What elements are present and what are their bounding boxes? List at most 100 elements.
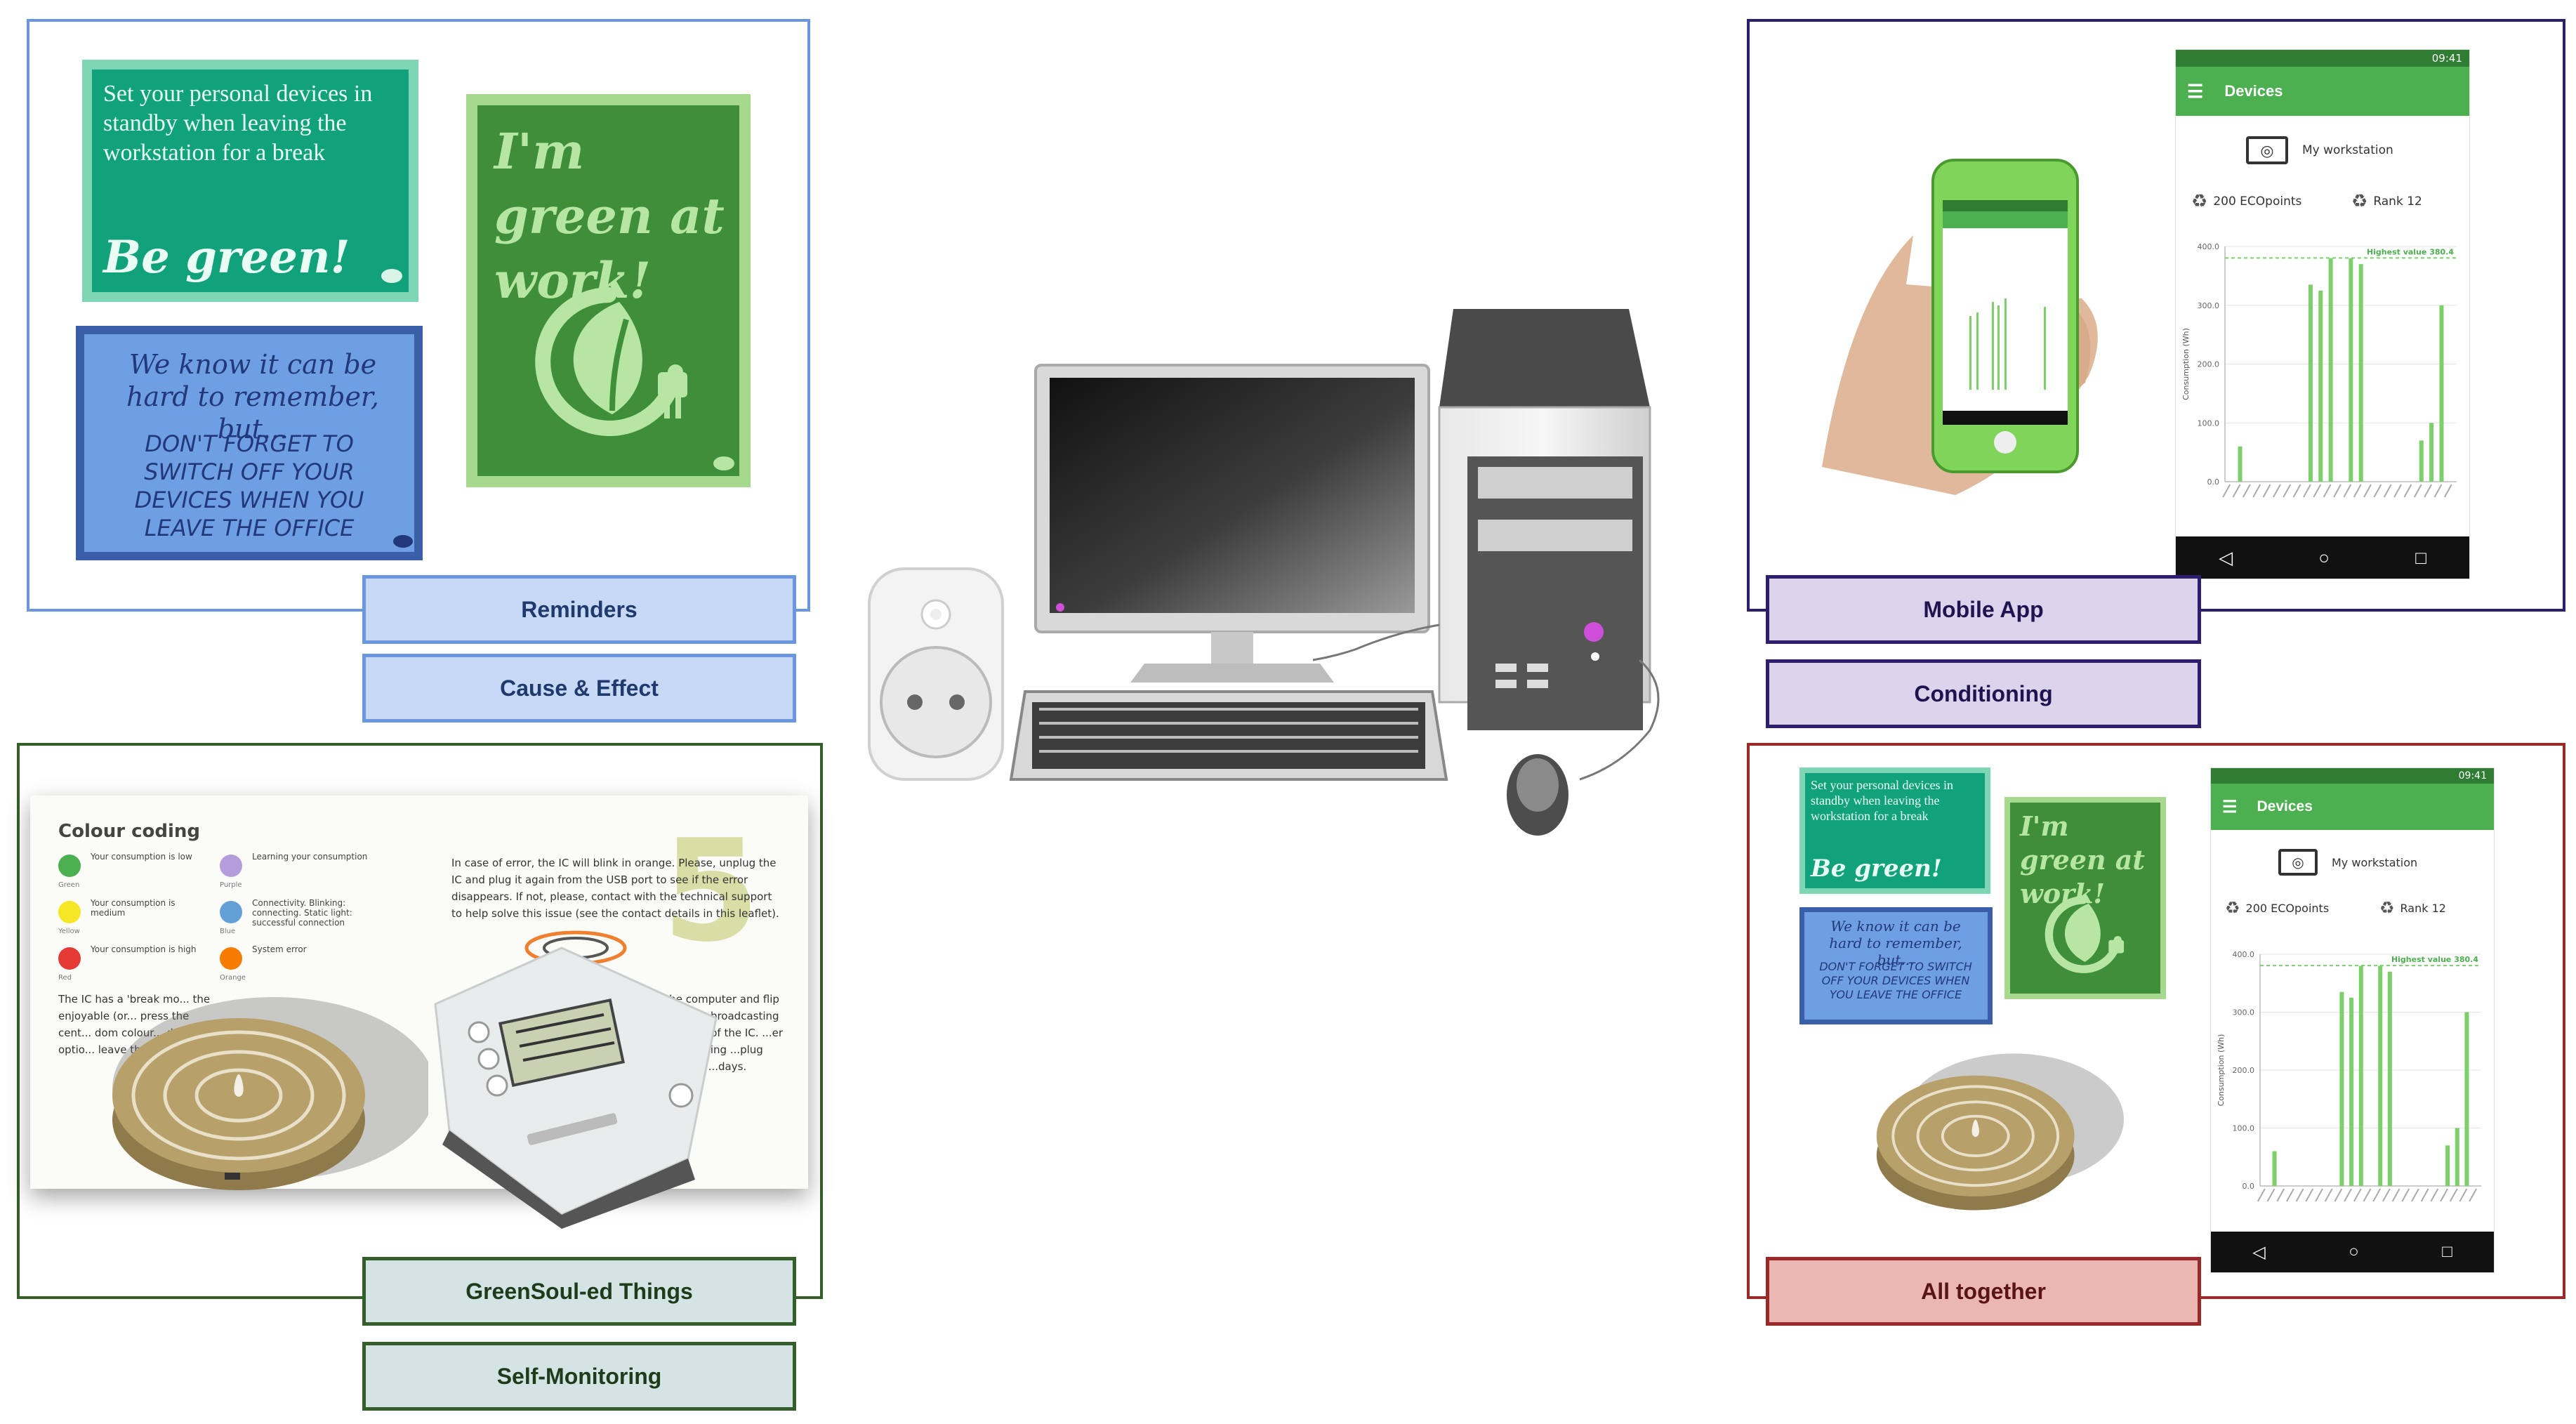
x-tick-mark <box>2443 484 2452 498</box>
status-time: 09:41 <box>2458 770 2487 782</box>
rank-icon: ♻ <box>2379 899 2395 918</box>
x-tick-mark <box>2283 484 2292 498</box>
poster-remember-small-text: We know it can be hard to remember, but.… <box>1829 918 1962 968</box>
chart-bar <box>2439 305 2444 482</box>
legend-color-dot <box>58 901 81 923</box>
x-tick-mark <box>2424 484 2433 498</box>
rank-row: ♻ Rank 12 <box>2351 190 2422 212</box>
x-tick-mark <box>2469 1188 2478 1202</box>
y-tick-label: 100.0 <box>2198 418 2220 428</box>
logo-icon <box>393 535 413 548</box>
poster-standby-small: Set your personal devices in standby whe… <box>1799 767 1990 894</box>
x-tick-mark <box>2315 1188 2323 1202</box>
chart-bar <box>2318 290 2323 482</box>
legend-color-name: Purple <box>220 881 242 889</box>
menu-icon[interactable]: ☰ <box>2222 797 2238 817</box>
x-tick-mark <box>2333 484 2341 498</box>
hand-holding-phone <box>1822 159 2098 495</box>
workstation-icon: ◎ <box>2278 849 2318 876</box>
legend-color-dot <box>220 947 242 970</box>
status-time: 09:41 <box>2431 52 2462 65</box>
recents-icon[interactable]: □ <box>2415 546 2426 568</box>
back-icon[interactable]: ◁ <box>2219 546 2233 568</box>
chart-bar <box>2349 997 2354 1186</box>
legend-text: System error <box>252 944 307 954</box>
chart-bar <box>2455 1128 2459 1186</box>
leaf-plug-icon <box>2045 896 2125 973</box>
app-title: Devices <box>2224 82 2283 100</box>
poster-dont-forget-small-text: DON'T FORGET TO SWITCH OFF YOUR DEVICES … <box>1819 960 1972 1001</box>
legend-color-name: Yellow <box>58 928 80 935</box>
x-tick-mark <box>2363 484 2372 498</box>
leaf-plug-icon <box>535 287 687 436</box>
home-icon[interactable]: ○ <box>2349 1242 2359 1261</box>
chart-bar <box>2339 991 2344 1186</box>
x-tick-mark <box>2459 1188 2468 1202</box>
recents-icon[interactable]: □ <box>2442 1242 2452 1261</box>
app-bar: ☰ Devices <box>2211 784 2494 830</box>
x-tick-mark <box>2343 484 2352 498</box>
home-icon[interactable]: ○ <box>2318 546 2330 568</box>
x-tick-mark <box>2391 1188 2400 1202</box>
label-greensouled-things: GreenSoul-ed Things <box>362 1257 796 1326</box>
legend-color-dot <box>58 947 81 970</box>
poster-dont-forget-text: DON'T FORGET TO SWITCH OFF YOUR DEVICES … <box>134 430 364 541</box>
x-tick-mark <box>2383 484 2392 498</box>
y-tick-label: 200.0 <box>2233 1066 2255 1075</box>
legend-text: Your consumption is low <box>91 852 192 862</box>
legend-item: Connectivity. Blinking: connecting. Stat… <box>220 898 374 940</box>
x-tick-mark <box>2401 1188 2410 1202</box>
y-tick-label: 300.0 <box>2198 301 2220 310</box>
label-reminders: Reminders <box>362 575 796 644</box>
android-nav-bar: ◁ ○ □ <box>2176 536 2469 579</box>
x-tick-mark <box>2420 1188 2429 1202</box>
workstation-row[interactable]: ◎ My workstation <box>2278 845 2482 879</box>
greensoul-puck-device <box>112 997 428 1190</box>
legend-color-name: Green <box>58 881 80 889</box>
logo-icon <box>713 456 734 470</box>
poster-green-at-work-text: I'm green at work! <box>494 122 725 310</box>
back-icon[interactable]: ◁ <box>2252 1242 2266 1262</box>
x-tick-mark <box>2262 484 2271 498</box>
rank-icon: ♻ <box>2351 190 2368 211</box>
chart-bar <box>2272 1151 2277 1186</box>
desktop-computer <box>1009 309 1660 836</box>
chart-bar <box>2358 965 2363 1186</box>
chart-bar <box>2429 423 2434 482</box>
app-bar: ☰ Devices <box>2176 67 2469 116</box>
android-nav-bar: ◁ ○ □ <box>2211 1232 2494 1272</box>
poster-remember-text: We know it can be hard to remember, but.… <box>126 349 380 444</box>
x-tick-mark <box>2411 1188 2419 1202</box>
x-tick-mark <box>2334 1188 2343 1202</box>
x-tick-mark <box>2353 1188 2362 1202</box>
chart-bar <box>2308 284 2313 482</box>
x-tick-mark <box>2430 1188 2439 1202</box>
x-tick-mark <box>2373 484 2382 498</box>
y-tick-label: 300.0 <box>2233 1008 2255 1017</box>
y-tick-label: 100.0 <box>2233 1124 2255 1133</box>
x-tick-mark <box>2403 484 2412 498</box>
chart-bar <box>2358 264 2363 482</box>
chart-bar <box>2419 440 2424 482</box>
x-tick-mark <box>2273 484 2281 498</box>
menu-icon[interactable]: ☰ <box>2187 80 2204 102</box>
poster-dont-forget-small: We know it can be hard to remember, but.… <box>1799 907 1993 1024</box>
legend-color-dot <box>58 855 81 877</box>
consumption-chart: Consumption (Wh)0.0100.0200.0300.0400.0H… <box>2181 242 2457 498</box>
leaflet-title: Colour coding <box>58 821 201 842</box>
workstation-row[interactable]: ◎ My workstation <box>2246 133 2457 168</box>
x-tick-mark <box>2382 1188 2391 1202</box>
rank-row: ♻ Rank 12 <box>2379 898 2446 918</box>
x-tick-mark <box>2276 1188 2285 1202</box>
chart-bar <box>2464 1012 2469 1186</box>
x-tick-mark <box>2313 484 2322 498</box>
logo-icon <box>381 269 402 283</box>
y-tick-label: 0.0 <box>2243 1182 2255 1191</box>
ecopoints-label: 200 ECOpoints <box>2213 194 2302 209</box>
consumption-chart: Consumption (Wh)0.0100.0200.0300.0400.0H… <box>2217 950 2481 1202</box>
y-tick-label: 0.0 <box>2207 477 2220 487</box>
rank-label: Rank 12 <box>2373 194 2422 209</box>
